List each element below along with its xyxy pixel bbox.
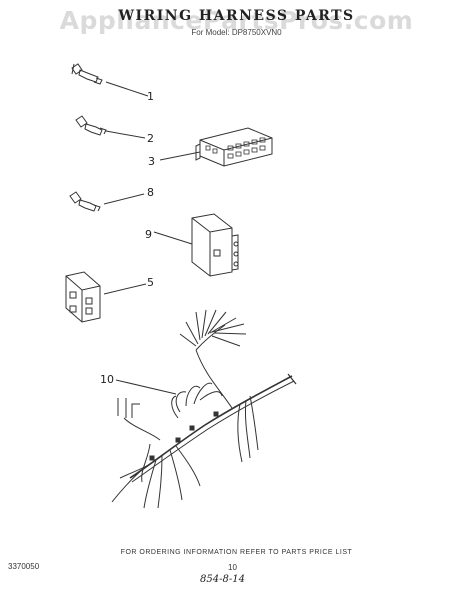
callout-2: 2 xyxy=(147,132,154,145)
callout-10: 10 xyxy=(100,373,114,386)
part-9-connector-housing xyxy=(153,213,239,277)
page-title: WIRING HARNESS PARTS xyxy=(118,8,355,24)
part-1-terminal xyxy=(71,63,149,97)
callout-3: 3 xyxy=(148,155,155,168)
handwritten-note: 854-8-14 xyxy=(200,574,245,585)
callout-5: 5 xyxy=(147,276,154,289)
callout-8: 8 xyxy=(147,186,154,199)
part-5-connector-housing xyxy=(65,271,147,323)
part-8-terminal xyxy=(69,191,145,212)
part-3-connector-block xyxy=(159,127,273,167)
part-10-wiring-harness xyxy=(111,309,297,509)
page-number: 10 xyxy=(228,563,237,572)
document-number: 3370050 xyxy=(8,562,40,571)
watermark: AppliancePartsPros.com xyxy=(59,6,414,35)
model-subtitle: For Model: DP8750XVN0 xyxy=(191,28,282,37)
ordering-note: FOR ORDERING INFORMATION REFER TO PARTS … xyxy=(120,549,353,556)
part-2-terminal xyxy=(75,115,146,139)
callout-9: 9 xyxy=(145,228,152,241)
callout-1: 1 xyxy=(147,90,154,103)
